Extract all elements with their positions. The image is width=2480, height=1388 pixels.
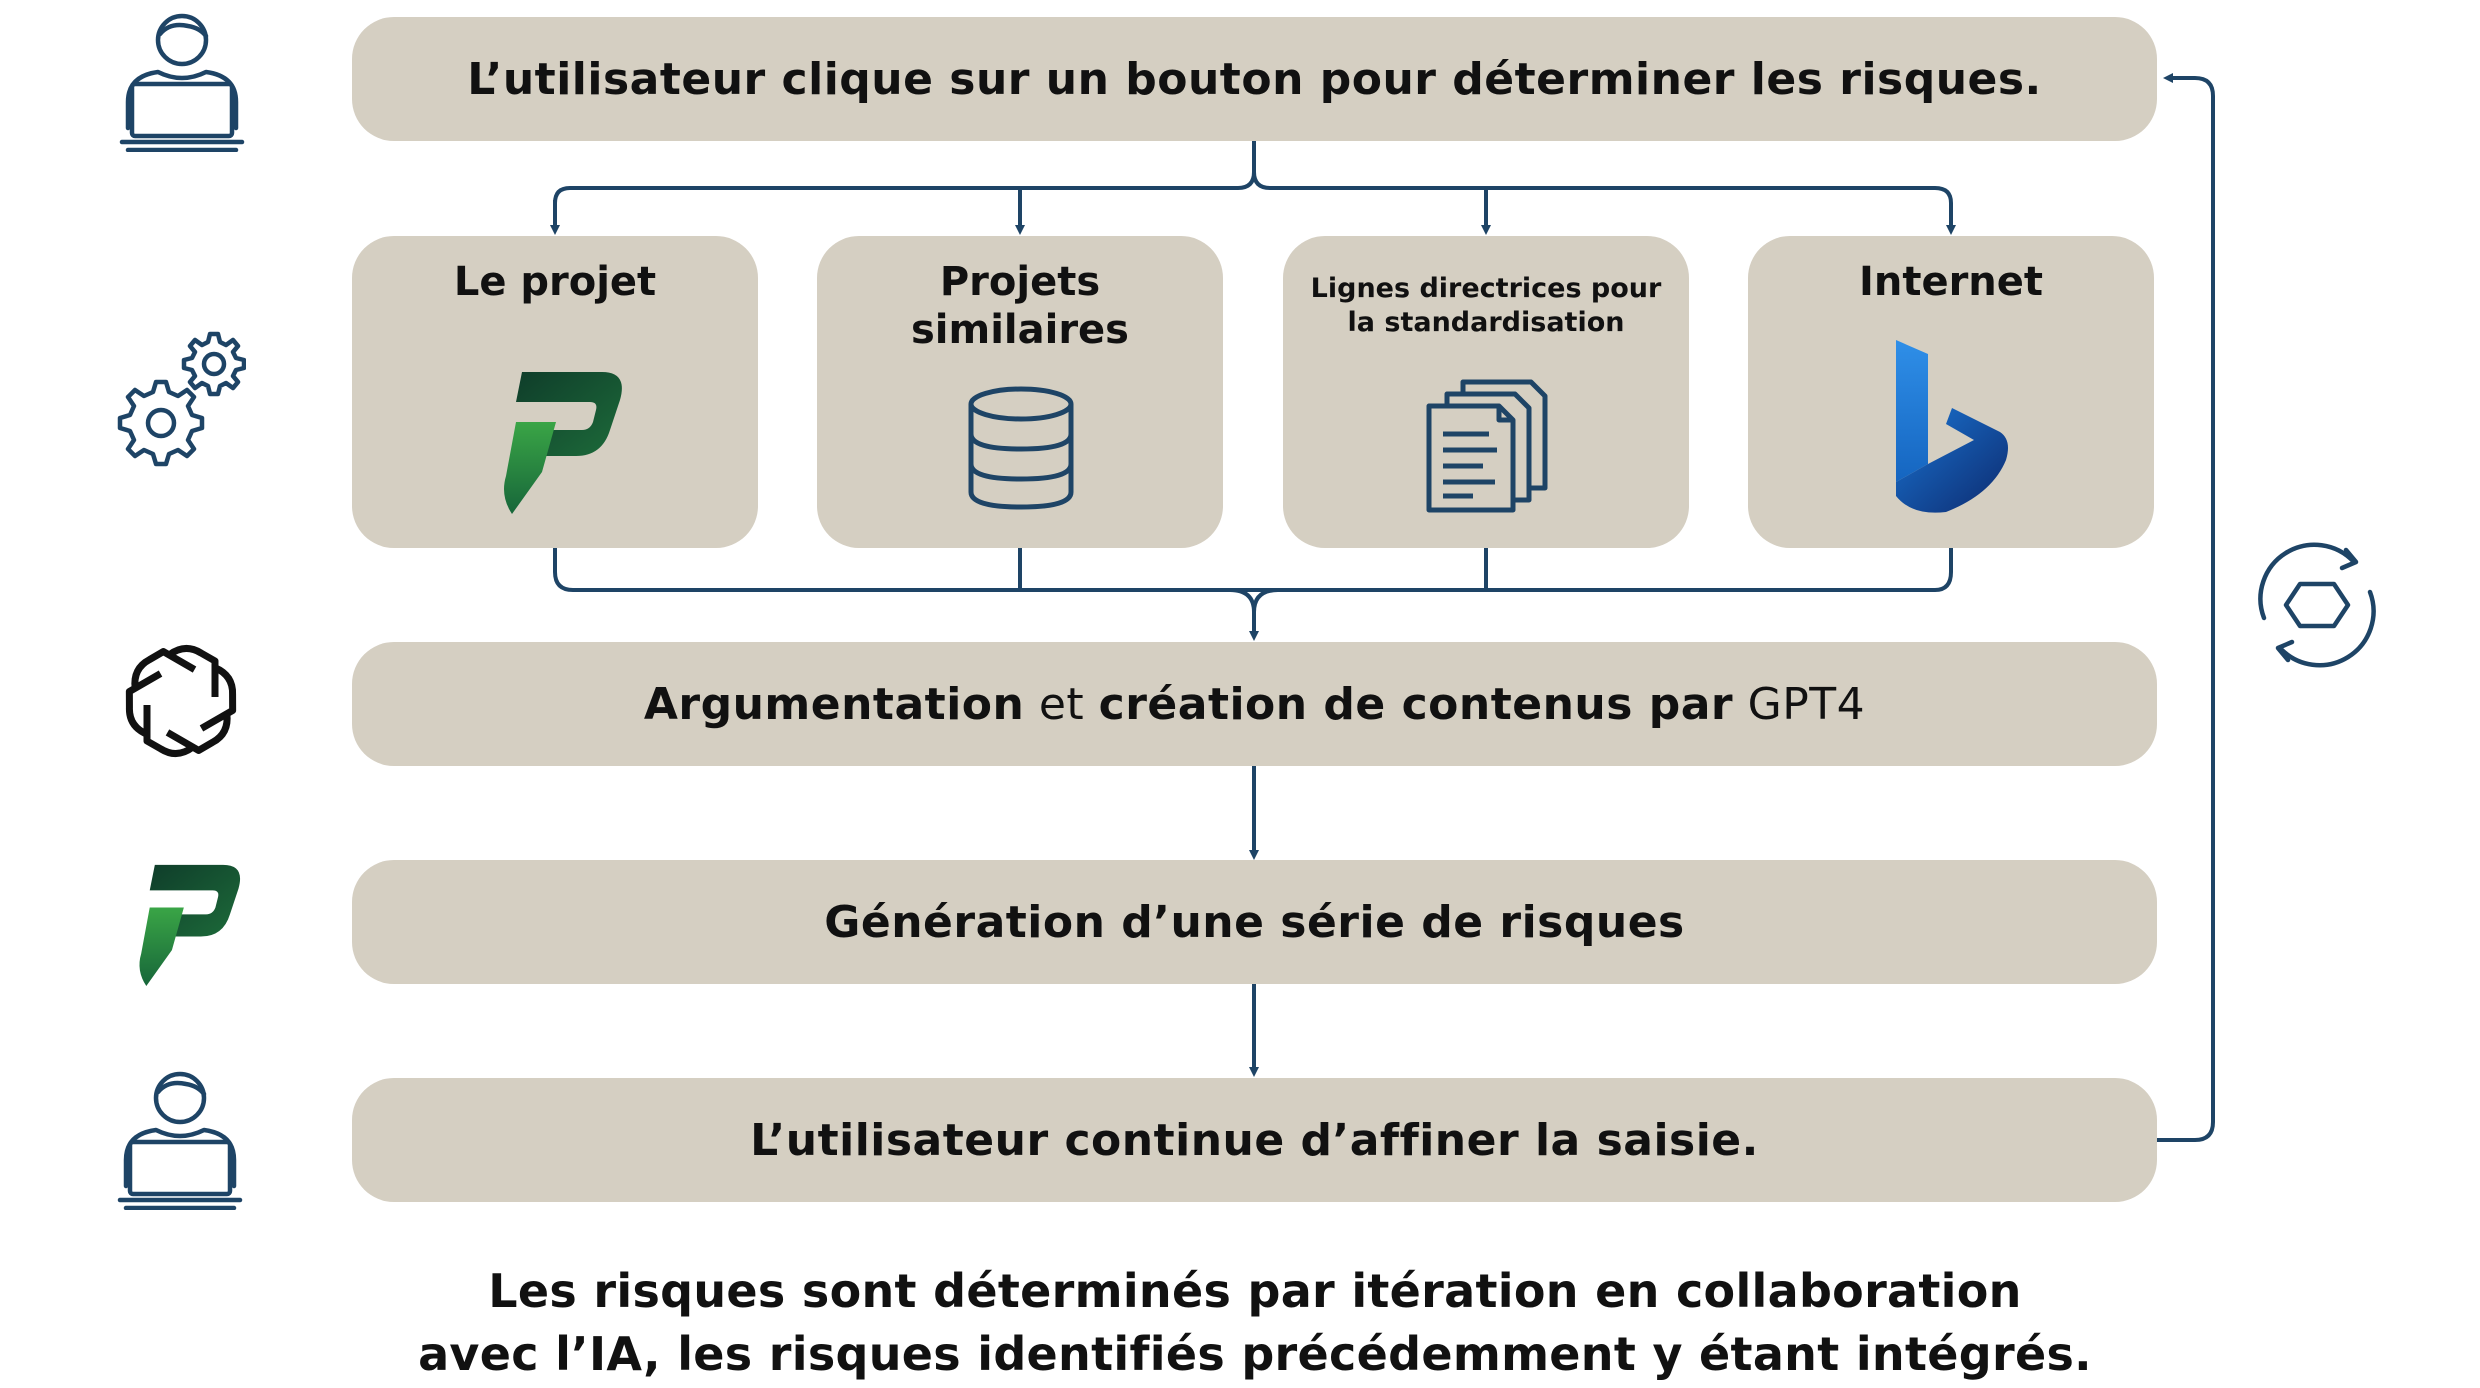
arrow-to-step3: [1229, 588, 1259, 641]
step-3-label: Argumentation et création de contenus pa…: [644, 679, 1865, 730]
arrow-step1-down: [553, 140, 1256, 228]
documents-icon: [1426, 379, 1548, 513]
footer-caption: Les risques sont déterminés par itératio…: [300, 1260, 2210, 1386]
planner-logo-icon: [504, 372, 622, 514]
source-title-similar-line1: Projets: [939, 259, 1101, 305]
step-4-box: Génération d’une série de risques: [352, 860, 2157, 984]
source-card-similar-projects: Projets similaires: [817, 236, 1223, 548]
footer-line-2: avec l’IA, les risques identifiés précéd…: [418, 1327, 2092, 1381]
step-5-box: L’utilisateur continue d’affiner la sais…: [352, 1078, 2157, 1202]
step-3-part3: création de contenus par: [1098, 678, 1734, 730]
user-laptop-icon: [119, 13, 245, 152]
planner-logo-icon: [139, 864, 241, 986]
source-card-guidelines: Lignes directrices pour la standardisati…: [1283, 236, 1689, 548]
step-3-part1: Argumentation: [643, 678, 1025, 730]
arrow-to-step3-r: [1252, 588, 1279, 613]
source-title-project: Le projet: [453, 259, 657, 305]
source-title-internet: Internet: [1858, 259, 2044, 305]
step-5-label: L’utilisateur continue d’affiner la sais…: [750, 1114, 1759, 1166]
source-title-guidelines-line1: Lignes directrices pour: [1310, 273, 1662, 304]
feedback-loop: [2157, 73, 2215, 1142]
bing-logo-icon: [1896, 340, 2008, 513]
merge-line: [553, 548, 1953, 592]
source-title-similar-line2: similaires: [911, 307, 1129, 353]
cycle-icon: [2258, 542, 2376, 668]
source-title-guidelines: Lignes directrices pour la standardisati…: [1283, 272, 1689, 340]
branch-right: [1252, 171, 1956, 235]
footer-line-1: Les risques sont déterminés par itératio…: [488, 1264, 2022, 1318]
source-card-project: Le projet: [352, 236, 758, 548]
step-3-box: Argumentation et création de contenus pa…: [352, 642, 2157, 766]
openai-logo-icon: [125, 645, 237, 757]
step-1-box: L’utilisateur clique sur un bouton pour …: [352, 17, 2157, 141]
step-3-part4: GPT4: [1733, 678, 1866, 730]
source-title-guidelines-line2: la standardisation: [1347, 307, 1625, 338]
source-title-similar-projects: Projets similaires: [817, 258, 1223, 354]
gears-icon: [117, 331, 246, 467]
database-icon: [968, 386, 1074, 510]
step-4-label: Génération d’une série de risques: [824, 896, 1685, 948]
step-3-part2: et: [1024, 678, 1099, 730]
step-1-label: L’utilisateur clique sur un bouton pour …: [467, 53, 2042, 105]
user-laptop-icon: [117, 1071, 243, 1210]
source-card-internet: Internet: [1748, 236, 2154, 548]
